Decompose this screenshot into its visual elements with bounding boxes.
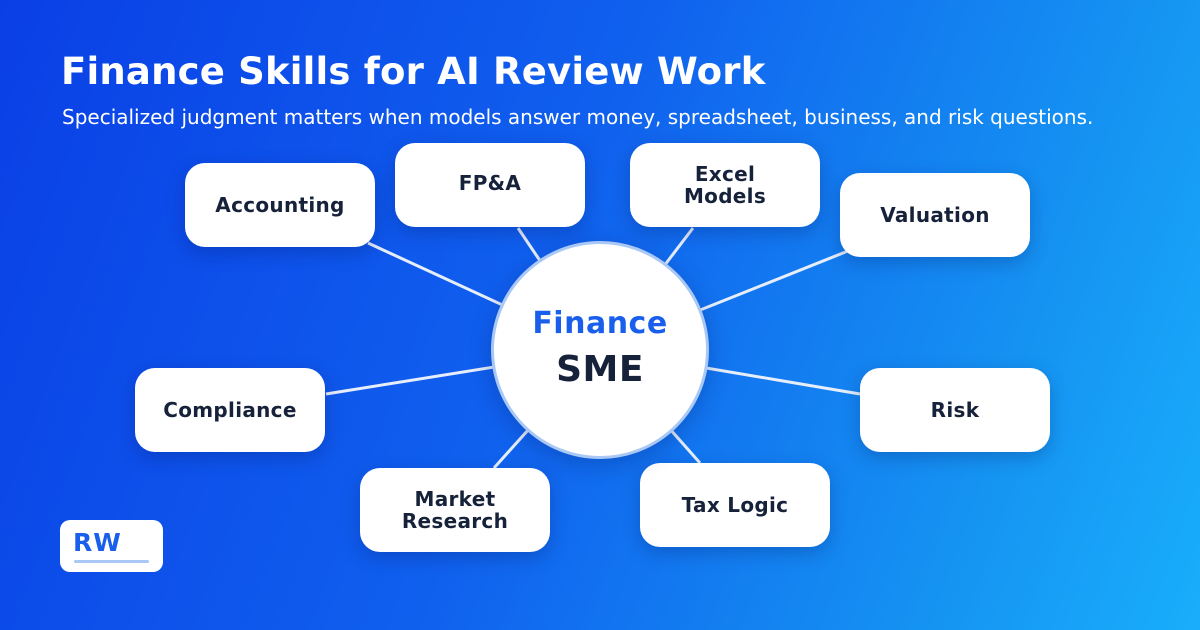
node-tax-logic: Tax Logic	[640, 463, 830, 547]
node-label: Accounting	[215, 194, 344, 216]
page-title: Finance Skills for AI Review Work	[61, 50, 766, 93]
node-label: Valuation	[880, 204, 990, 226]
page-subtitle: Specialized judgment matters when models…	[62, 105, 1094, 129]
node-accounting: Accounting	[185, 163, 375, 247]
node-label-line: FP&A	[458, 171, 522, 195]
node-label-line: Models	[683, 184, 767, 208]
node-label-line: Research	[401, 509, 509, 533]
node-label: Excel Models	[684, 163, 766, 207]
hub-label-primary: Finance	[532, 306, 668, 341]
node-valuation: Valuation	[840, 173, 1030, 257]
node-fpa: FP&A	[395, 143, 585, 227]
hub-label-secondary: SME	[556, 349, 644, 390]
node-label: Tax Logic	[682, 494, 789, 516]
logo-underline	[74, 560, 149, 563]
node-label: Market Research	[402, 488, 508, 532]
node-label-line: Accounting	[215, 193, 345, 217]
hub-circle: Finance SME	[491, 241, 709, 459]
logo-text: RW	[73, 528, 122, 557]
node-label: Compliance	[163, 399, 296, 421]
node-excel-models: Excel Models	[630, 143, 820, 227]
node-label-line: Compliance	[163, 398, 297, 422]
node-label-line: Risk	[930, 398, 980, 422]
node-label-line: Excel	[694, 162, 756, 186]
node-compliance: Compliance	[135, 368, 325, 452]
node-label: Risk	[931, 399, 980, 421]
node-label: FP&A	[459, 172, 521, 194]
brand-logo: RW	[60, 520, 163, 572]
node-label-line: Market	[414, 487, 496, 511]
node-label-line: Tax Logic	[681, 493, 789, 517]
node-label-line: Valuation	[880, 203, 990, 227]
node-risk: Risk	[860, 368, 1050, 452]
node-market-research: Market Research	[360, 468, 550, 552]
